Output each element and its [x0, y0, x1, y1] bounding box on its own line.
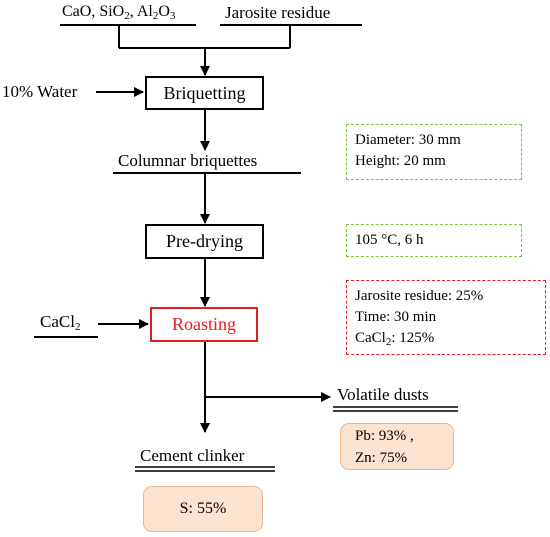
zn-removal-text: Zn: 75%: [355, 449, 408, 466]
time-text: Time: 30 min: [355, 309, 437, 325]
jarosite-input-label: Jarosite residue: [225, 3, 331, 22]
drying-conditions-text: 105 °C, 6 h: [355, 232, 424, 248]
clinker-results-box: S: 55%: [143, 486, 263, 532]
jarosite-ratio-text: Jarosite residue: 25%: [355, 288, 484, 304]
predrying-label: Pre-drying: [166, 231, 243, 251]
briquette-size-note: Diameter: 30 mm Height: 20 mm: [346, 124, 522, 180]
water-input-label: 10% Water: [2, 82, 78, 101]
roasting-conditions-note: Jarosite residue: 25% Time: 30 min CaCl2…: [346, 280, 546, 355]
predrying-box: Pre-drying: [145, 224, 264, 259]
pb-removal-text: Pb: 93% ,: [355, 427, 414, 444]
diameter-text: Diameter: 30 mm: [355, 132, 461, 148]
columnar-briquettes-label: Columnar briquettes: [118, 151, 258, 170]
volatile-results-box: Pb: 93% , Zn: 75%: [340, 423, 454, 470]
cacl2-ratio-text: CaCl2: 125%: [355, 330, 435, 348]
cacl2-input-label: CaCl2: [40, 312, 81, 333]
briquetting-box: Briquetting: [145, 76, 264, 110]
height-text: Height: 20 mm: [355, 153, 446, 169]
s-removal-text: S: 55%: [179, 500, 227, 517]
roasting-box: Roasting: [150, 307, 258, 342]
additives-label: CaO, SiO2, Al2O3: [62, 3, 176, 22]
drying-note: 105 °C, 6 h: [346, 224, 522, 257]
cement-clinker-label: Cement clinker: [140, 446, 245, 465]
roasting-label: Roasting: [171, 314, 236, 334]
volatile-dusts-label: Volatile dusts: [337, 385, 429, 404]
briquetting-label: Briquetting: [163, 82, 246, 103]
